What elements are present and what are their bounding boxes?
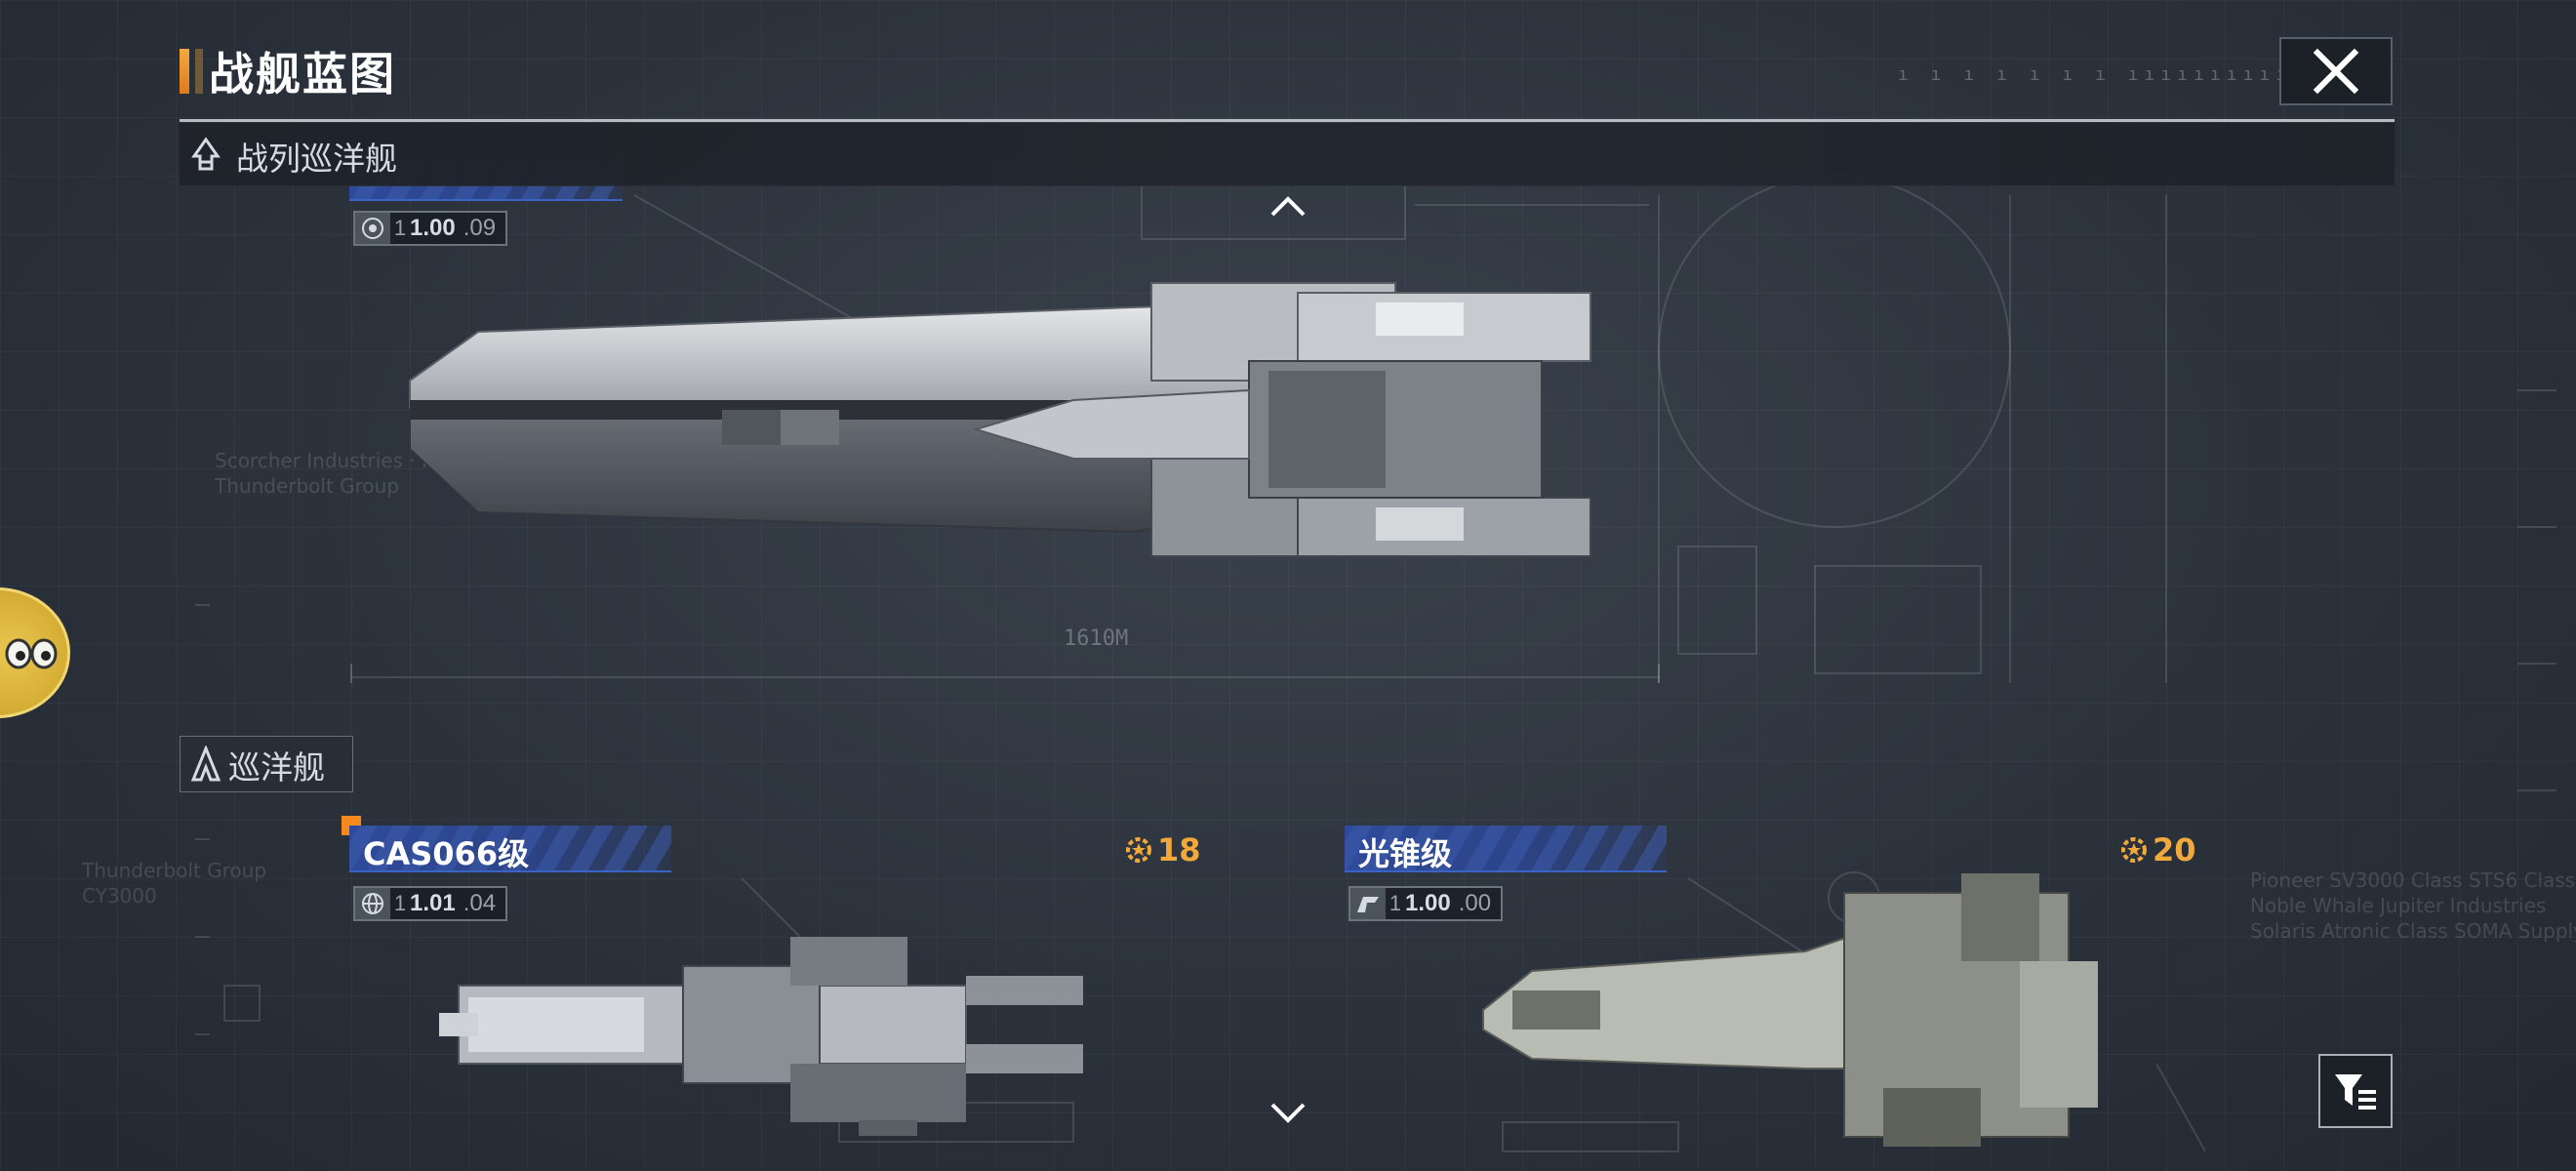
version-minor: .09	[463, 215, 497, 241]
version-minor-cas066: .04	[463, 890, 497, 916]
header-tick-marks: ı ı ı ı ı ı ı ıııııııııı	[1898, 64, 2293, 85]
ship-tag-lightcone	[1345, 826, 1667, 872]
section-label-cruiser-box	[180, 736, 353, 792]
ship-cost-lightcone: 20	[2119, 831, 2196, 868]
ship-tag-cas066	[349, 826, 671, 872]
ship-image-lightcone[interactable]	[1473, 873, 2108, 1156]
faint-text-3: Thunderbolt Group	[82, 859, 267, 882]
cost-gear-icon	[2121, 837, 2147, 863]
scroll-up-chevron-icon[interactable]	[1268, 191, 1308, 219]
close-button[interactable]	[2279, 37, 2393, 105]
cost-gear-icon	[1126, 837, 1151, 863]
section-label-cruiser: 巡洋舰	[228, 748, 325, 787]
title-accent-bar	[180, 49, 189, 94]
ship-name-cas066: CAS066级	[363, 835, 530, 872]
st-logo-icon	[1350, 888, 1386, 919]
version-minor-lightcone: .00	[1458, 890, 1492, 916]
ship-name-lightcone: 光锥级	[1358, 835, 1453, 872]
globe-icon	[355, 888, 390, 919]
version-main-lightcone: 1.00	[1405, 890, 1451, 916]
header-divider	[180, 119, 2395, 122]
version-box-lightcone: 1 1.00 .00	[1348, 886, 1503, 921]
faint-text-6: Noble Whale Jupiter Industries	[2250, 894, 2547, 917]
ship-length-label: 1610M	[1064, 626, 1129, 651]
category-bar-battlecruiser[interactable]	[180, 123, 2395, 186]
faint-text-2: Thunderbolt Group	[215, 474, 400, 498]
category-label-battlecruiser: 战列巡洋舰	[236, 140, 397, 178]
faint-text-5: Pioneer SV3000 Class STS6 Class	[2250, 868, 2576, 892]
featured-version-box: 1 1.00 .09	[353, 211, 507, 246]
battlecruiser-icon	[191, 137, 221, 171]
avatar-face-icon	[5, 638, 58, 669]
ship-image-cas066[interactable]	[439, 927, 1103, 1142]
faint-text-4: CY3000	[82, 884, 157, 908]
close-icon	[2313, 48, 2359, 95]
version-main: 1.00	[410, 215, 456, 241]
page-title: 战舰蓝图	[209, 48, 396, 101]
ship-cost-cas066: 18	[1124, 831, 1201, 868]
version-prefix: 1	[393, 216, 407, 240]
scroll-down-chevron-icon[interactable]	[1268, 1101, 1308, 1128]
filter-button[interactable]	[2318, 1054, 2393, 1128]
ship-cost-value-lightcone: 20	[2153, 831, 2196, 868]
version-prefix-lightcone: 1	[1389, 891, 1402, 915]
title-accent-bar-faint	[195, 49, 203, 94]
ship-cost-value-cas066: 18	[1157, 831, 1201, 868]
version-box-cas066: 1 1.01 .04	[353, 886, 507, 921]
cruiser-icon	[191, 746, 221, 782]
faint-text-7: Solaris Atronic Class SOMA Supply	[2250, 919, 2576, 943]
battlecruiser-ship-image[interactable]	[390, 263, 1620, 586]
version-prefix-cas066: 1	[393, 891, 407, 915]
ship-class-icon	[355, 213, 390, 244]
version-main-cas066: 1.01	[410, 890, 456, 916]
filter-list-icon	[2335, 1074, 2376, 1110]
